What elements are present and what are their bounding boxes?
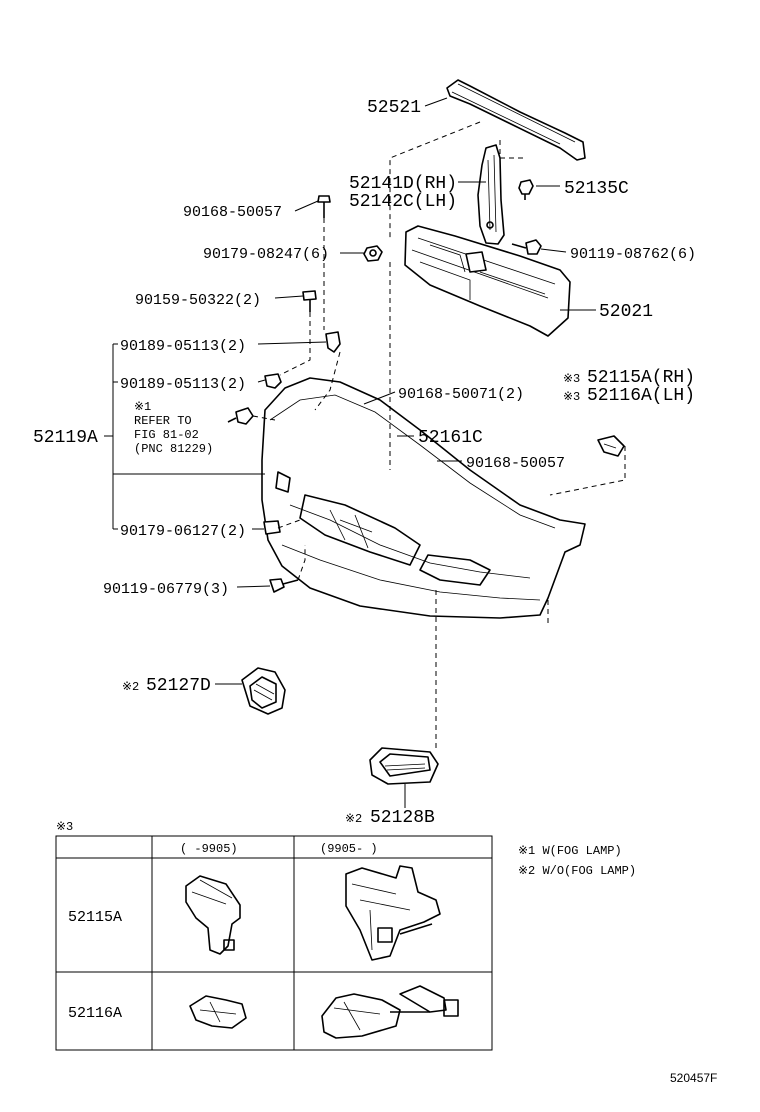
label-52521: 52521: [367, 98, 421, 118]
table-row-52115a: 52115A: [68, 909, 122, 926]
mark-3-rh: ※3: [563, 372, 580, 386]
part-52021-absorber-drawing: [404, 225, 571, 337]
part-52127d-cover-drawing: [241, 667, 286, 715]
part-52141d-bracket-drawing: [477, 144, 505, 245]
label-52119a: 52119A: [33, 428, 98, 448]
label-52141d-rh: 52141D(RH): [349, 174, 457, 194]
part-52135c-clip-drawing: [518, 179, 534, 200]
part-labels: 52521 52141D(RH) 52142C(LH) 52135C 90168…: [33, 98, 696, 828]
label-90168-50057-upper: 90168-50057: [183, 204, 282, 221]
part-90179-06127-nut: [263, 520, 281, 535]
part-fog-lamp-ref-clip: [227, 407, 254, 425]
label-52021: 52021: [599, 302, 653, 322]
part-90168-50057-screw-upper: [317, 195, 331, 218]
label-90168-50057-lower: 90168-50057: [466, 455, 565, 472]
part-90179-08247-nut: [363, 245, 383, 262]
table-col-header-to-9905: ( -9905): [180, 842, 238, 856]
mark-2-52127d: ※2: [122, 680, 139, 694]
table-52115a-early-drawing: [185, 875, 241, 955]
assembly-dashed-lines: [252, 121, 626, 752]
diagram-reference-code: 520457F: [670, 1071, 717, 1085]
ref-text-line3: (PNC 81229): [134, 442, 213, 456]
ref-text-line2: FIG 81-02: [134, 428, 199, 442]
part-52521-drawing: [446, 79, 586, 161]
table-col-header-from-9905: (9905- ): [320, 842, 378, 856]
ref-mark-1: ※1: [134, 400, 151, 414]
leader-lines: [104, 97, 596, 808]
mark-2-52128b: ※2: [345, 812, 362, 826]
label-90119-06779: 90119-06779(3): [103, 581, 229, 598]
label-52161c: 52161C: [418, 428, 483, 448]
label-90119-08762: 90119-08762(6): [570, 246, 696, 263]
label-52135c: 52135C: [564, 179, 629, 199]
part-90189-05113-clip-a: [325, 331, 341, 353]
label-52127d: 52127D: [146, 676, 211, 696]
part-90189-05113-clip-b: [264, 373, 282, 389]
note-fog-lamp-without: ※2 W/O(FOG LAMP): [518, 864, 636, 878]
part-52119a-bumper-cover: [261, 377, 586, 619]
note-fog-lamp-with: ※1 W(FOG LAMP): [518, 844, 622, 858]
part-90159-50322-screw: [302, 290, 317, 312]
table-mark-3: ※3: [56, 820, 73, 834]
label-52116a-lh: 52116A(LH): [587, 386, 695, 406]
label-90168-50071: 90168-50071(2): [398, 386, 524, 403]
part-90119-06779-bolt: [269, 578, 299, 593]
label-52128b: 52128B: [370, 808, 435, 828]
part-52115a-bracket-small: [597, 435, 625, 457]
ref-text-line1: REFER TO: [134, 414, 192, 428]
label-90189-05113-b: 90189-05113(2): [120, 376, 246, 393]
footnotes: ※1 W(FOG LAMP) ※2 W/O(FOG LAMP): [518, 844, 636, 878]
label-90179-06127: 90179-06127(2): [120, 523, 246, 540]
label-52142c-lh: 52142C(LH): [349, 192, 457, 212]
table-row-52116a: 52116A: [68, 1005, 122, 1022]
table-52115a-late-drawing: [345, 865, 441, 961]
bracket-variant-table: ※3 ( -9905) (9905- ) 52115A 52116A: [55, 820, 493, 1051]
table-52116a-late-drawing: [321, 985, 459, 1039]
part-90119-08762-bolt: [511, 239, 542, 255]
label-90189-05113-a: 90189-05113(2): [120, 338, 246, 355]
table-52116a-early-drawing: [189, 995, 247, 1029]
label-90179-08247: 90179-08247(6): [203, 246, 329, 263]
label-90159-50322: 90159-50322(2): [135, 292, 261, 309]
part-52128b-cover-drawing: [369, 747, 439, 785]
label-52115a-rh: 52115A(RH): [587, 368, 695, 388]
mark-3-lh: ※3: [563, 390, 580, 404]
